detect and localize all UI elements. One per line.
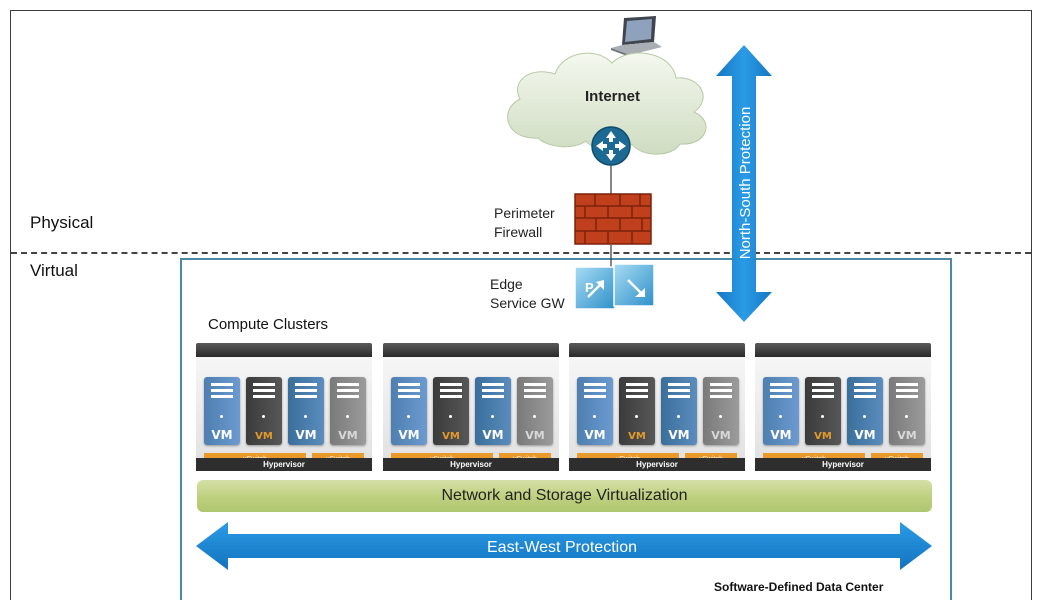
physical-zone-label: Physical [30, 213, 94, 232]
nsv-label: Network and Storage Virtualization [441, 487, 688, 504]
vm-icon: VM [619, 377, 655, 445]
east-west-arrow: East-West Protection [196, 522, 932, 570]
virtual-zone-label: Virtual [30, 261, 78, 280]
internet-label: Internet [585, 88, 641, 105]
firewall-label: Perimeter Firewall [494, 204, 555, 242]
vm-icon: VM [391, 377, 427, 445]
vm-icon: VM [204, 377, 240, 445]
north-south-arrow: North-South Protection [716, 45, 772, 322]
vm-label: VM [628, 431, 646, 442]
vm-icon: VM [246, 377, 282, 445]
hypervisor-label: Hypervisor [755, 458, 931, 471]
hypervisor-label: Hypervisor [569, 458, 745, 471]
vm-label: VM [255, 431, 273, 442]
laptop-icon [611, 16, 662, 57]
vm-label: VM [211, 428, 233, 442]
sddc-label: Software-Defined Data Center [714, 580, 884, 594]
vm-icon: VM [847, 377, 883, 445]
vm-label: VM [711, 429, 731, 442]
vm-label: VM [525, 429, 545, 442]
vm-label: VM [584, 428, 606, 442]
vm-icon: VM [661, 377, 697, 445]
vm-label: VM [897, 429, 917, 442]
edge-label-line1: Edge [490, 276, 523, 292]
vm-label: VM [295, 428, 317, 442]
vm-icon: VM [577, 377, 613, 445]
server-body: VM VM VM VM vSwitch vSwitch [755, 357, 931, 465]
north-south-label: North-South Protection [737, 107, 754, 260]
cluster-host-3: VM VM VM VM vSwitch vSwitch Hypervisor [569, 343, 745, 471]
vm-label: VM [770, 428, 792, 442]
compute-clusters-title: Compute Clusters [208, 316, 329, 333]
vm-label: VM [668, 428, 690, 442]
vm-label: VM [398, 428, 420, 442]
edge-icon-letter: P [585, 280, 594, 295]
server-top [383, 343, 559, 357]
vm-icon: VM [703, 377, 739, 445]
vm-label: VM [442, 431, 460, 442]
server-top [196, 343, 372, 357]
edge-gateway-icon [574, 263, 655, 310]
firewall-icon [574, 193, 652, 245]
server-body: VM VM VM VM vSwitch vSwitch [383, 357, 559, 465]
firewall-label-line2: Firewall [494, 223, 543, 240]
vm-icon: VM [433, 377, 469, 445]
server-body: VM VM VM VM vSwitch vSwitch [569, 357, 745, 465]
sddc-boundary [180, 258, 952, 600]
vm-icon: VM [288, 377, 324, 445]
vm-icon: VM [517, 377, 553, 445]
cluster-host-1: VM VM VM VM vSwitch vSwitch Hypervisor [196, 343, 372, 471]
cluster-host-4: VM VM VM VM vSwitch vSwitch Hypervisor [755, 343, 931, 471]
edge-label: Edge Service GW [490, 275, 565, 313]
east-west-label: East-West Protection [487, 539, 637, 556]
cluster-host-2: VM VM VM VM vSwitch vSwitch Hypervisor [383, 343, 559, 471]
diagram-frame [10, 10, 1032, 600]
router-icon [591, 126, 631, 166]
server-top [569, 343, 745, 357]
vm-label: VM [482, 428, 504, 442]
vm-icon: VM [330, 377, 366, 445]
vm-label: VM [814, 431, 832, 442]
firewall-label-line1: Perimeter [494, 205, 555, 221]
vm-icon: VM [475, 377, 511, 445]
vm-icon: VM [805, 377, 841, 445]
hypervisor-label: Hypervisor [383, 458, 559, 471]
vm-label: VM [854, 428, 876, 442]
vm-label: VM [338, 429, 358, 442]
network-storage-virtualization-layer: Network and Storage Virtualization [197, 480, 932, 512]
server-top [755, 343, 931, 357]
hypervisor-label: Hypervisor [196, 458, 372, 471]
physical-virtual-divider [11, 252, 1031, 254]
server-body: VM VM VM VM vSwitch vSwitch [196, 357, 372, 465]
vm-icon: VM [763, 377, 799, 445]
edge-label-line2: Service GW [490, 294, 565, 311]
vm-icon: VM [889, 377, 925, 445]
